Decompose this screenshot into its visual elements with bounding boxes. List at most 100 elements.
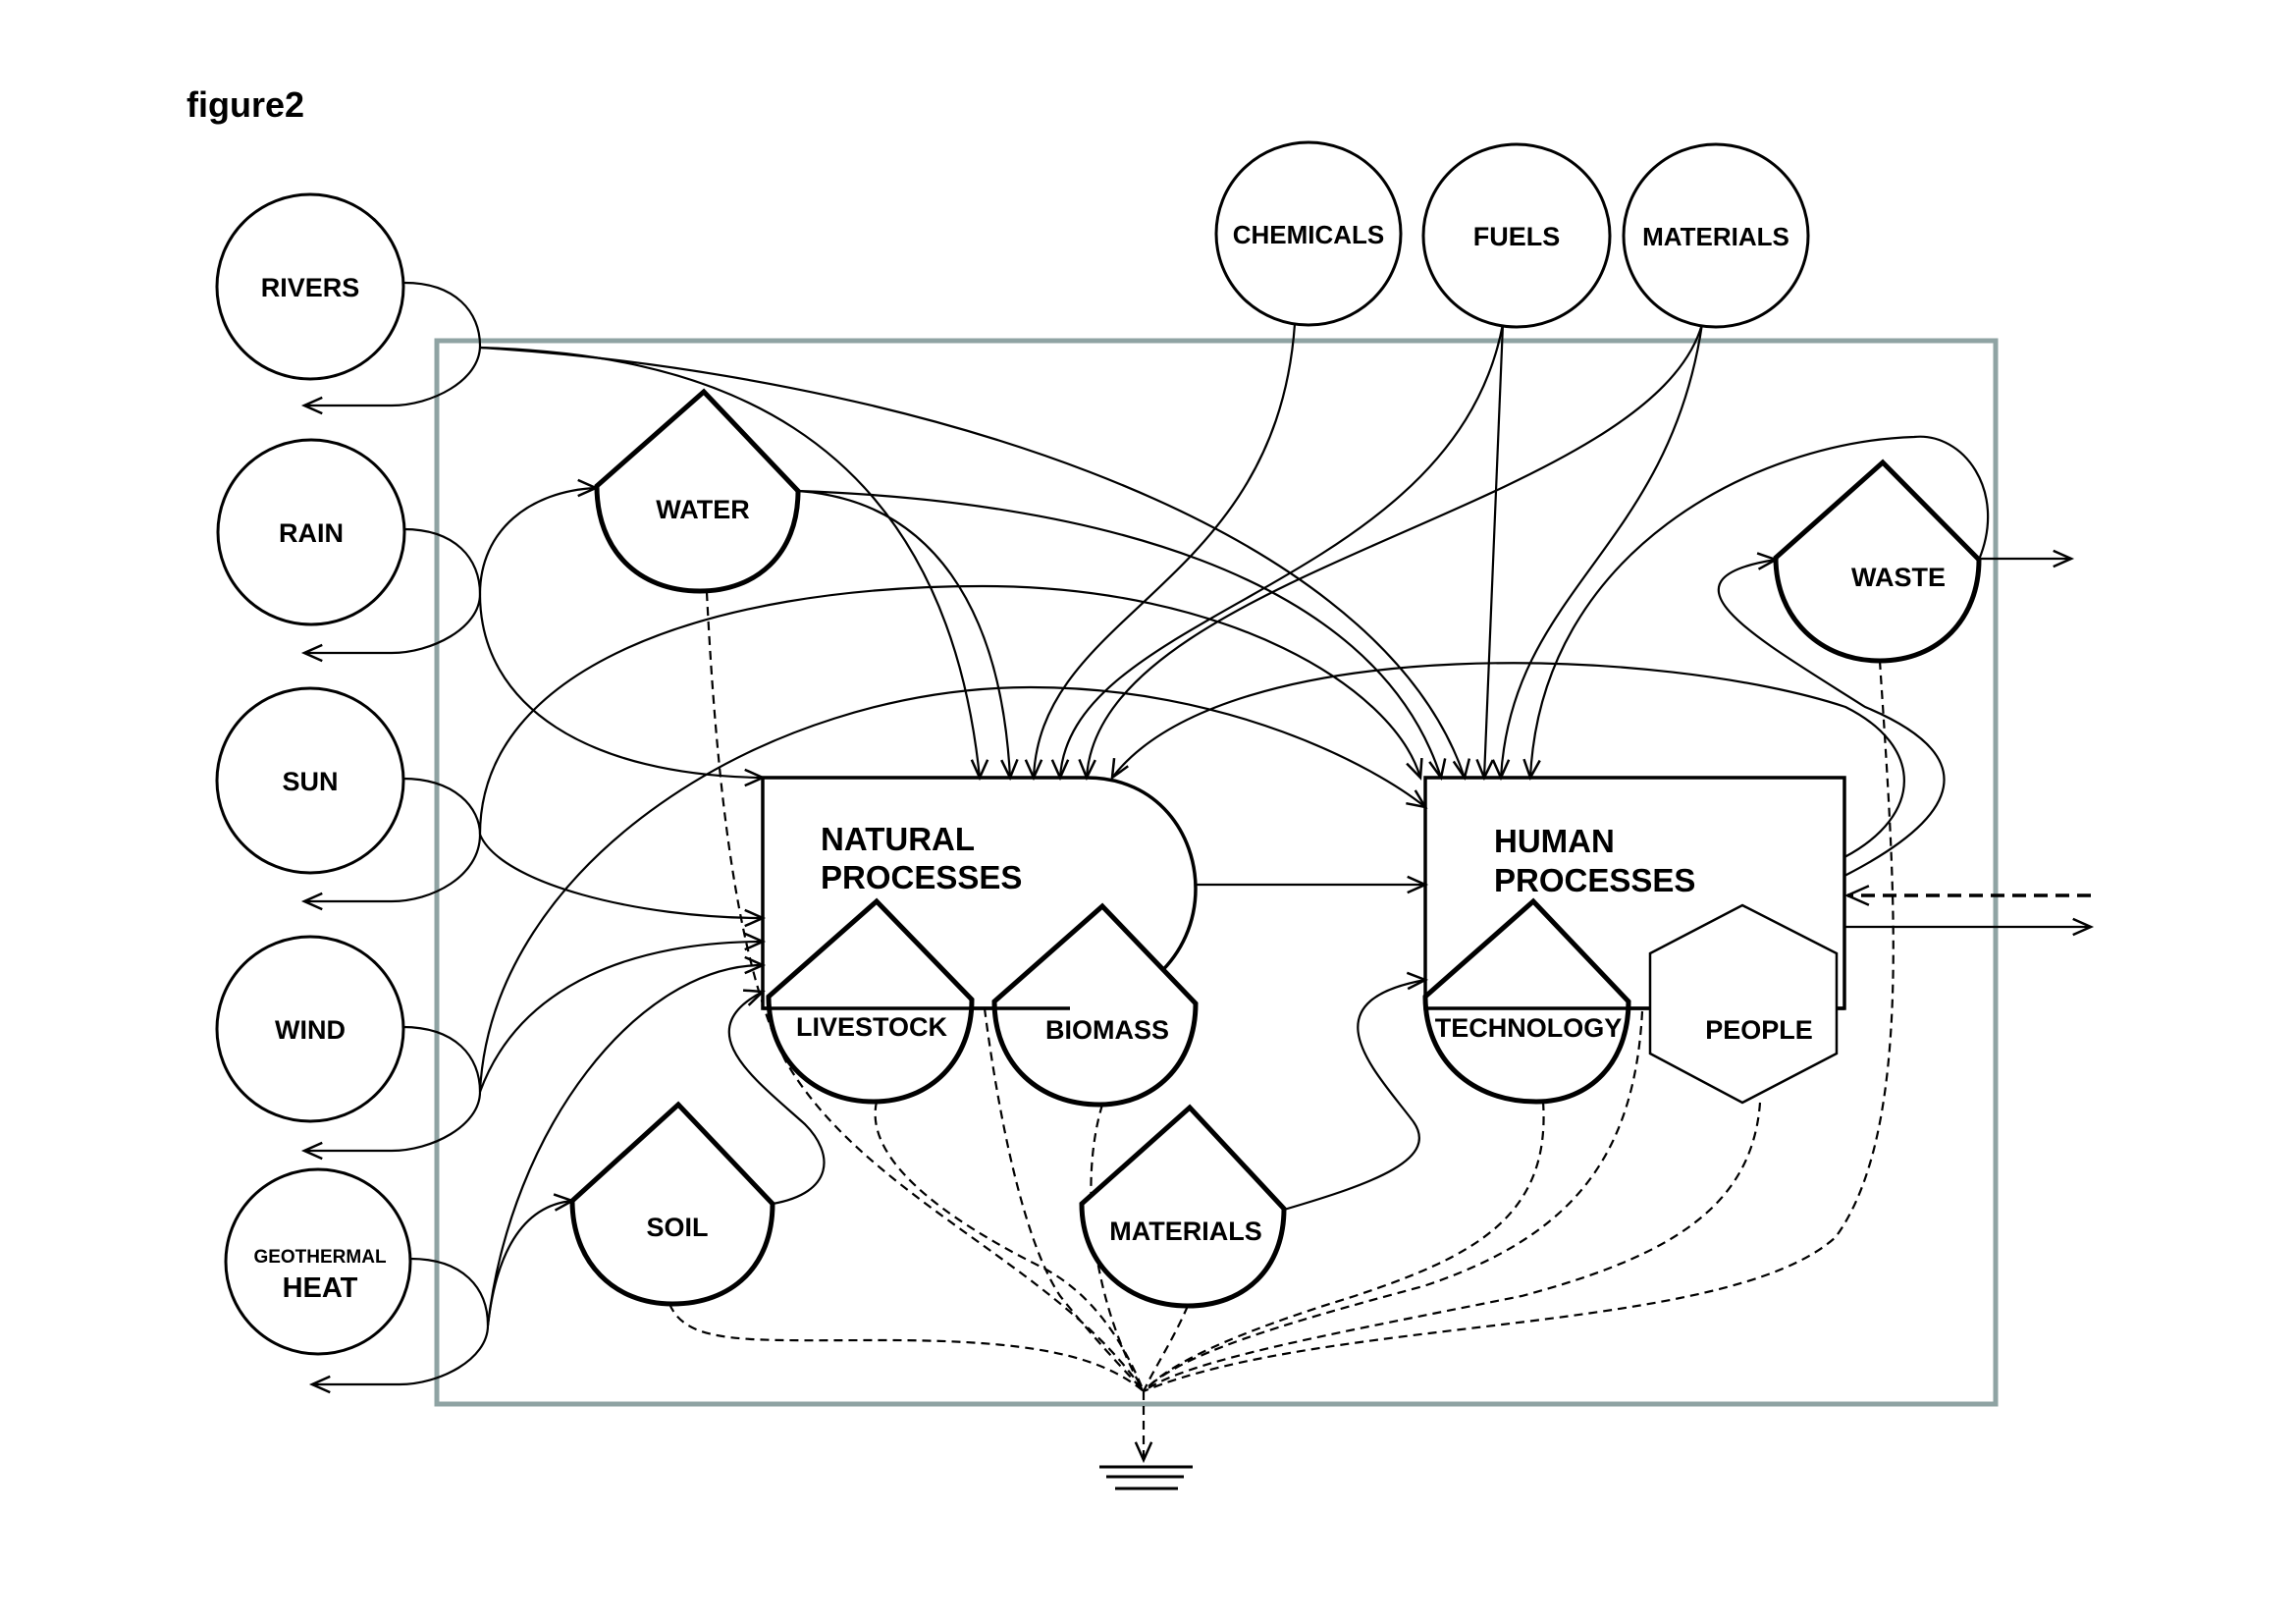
arrowhead-rain-to-water	[577, 478, 600, 498]
arrowhead-fuels-to-natural	[1050, 759, 1070, 782]
heat-flow-technology	[1143, 1101, 1545, 1392]
flow-wind-loop	[304, 1025, 482, 1153]
source-wind: WIND	[215, 935, 405, 1123]
source-fuels-label: FUELS	[1473, 222, 1561, 251]
source-sun-circle	[215, 686, 405, 875]
flow-rain-to-natural	[478, 593, 764, 780]
arrowhead-geothermal-to-natural	[744, 955, 767, 975]
storage-soil-tank	[569, 1101, 775, 1307]
storage-materials: MATERIALS	[1079, 1104, 1287, 1309]
storage-biomass-label: BIOMASS	[1045, 1015, 1169, 1045]
flow-geothermal-loop	[312, 1257, 490, 1386]
heat-flow-people	[1143, 1102, 1762, 1392]
consumer-people-hexagon	[1648, 903, 1839, 1105]
source-materials-label: MATERIALS	[1642, 222, 1789, 251]
consumer-people-label: PEOPLE	[1705, 1015, 1813, 1045]
arrowhead-wind-to-human	[1406, 789, 1428, 809]
flow-rivers-loop	[304, 281, 482, 407]
storage-biomass: BIOMASS	[991, 902, 1199, 1108]
arrowhead-materials-to-natural	[1078, 758, 1096, 782]
source-materials-circle	[1622, 142, 1810, 329]
arrowhead-materials-storage-to-human	[1406, 971, 1429, 991]
heat-flow-soil	[667, 1303, 1145, 1392]
storage-livestock-tank	[766, 897, 975, 1105]
consumer-people: PEOPLE	[1648, 903, 1839, 1105]
process-natural-label-line2: PROCESSES	[821, 859, 1022, 895]
source-rivers-circle	[215, 192, 405, 381]
heat-sink-flows	[667, 591, 1895, 1460]
storage-livestock: LIVESTOCK	[766, 897, 975, 1105]
heat-flow-natural	[983, 1007, 1145, 1392]
arrowhead-waste-to-human	[1522, 758, 1541, 782]
source-chemicals-label: CHEMICALS	[1233, 220, 1385, 249]
flow-fuels-to-natural	[1058, 323, 1505, 779]
flow-human-to-natural	[1111, 662, 1905, 858]
arrowhead-soil-to-natural	[742, 989, 766, 1006]
source-geothermal-label-line2: HEAT	[283, 1272, 358, 1304]
storage-soil: SOIL	[569, 1101, 775, 1307]
arrowhead-water-to-human	[1428, 758, 1447, 781]
flow-water-to-human	[797, 489, 1443, 779]
arrowhead-human-to-waste	[1756, 552, 1780, 570]
flow-fuels-to-human	[1482, 323, 1505, 779]
flow-geothermal-to-natural	[486, 963, 764, 1326]
heat-flow-waste	[1143, 660, 1895, 1393]
flow-soil-to-natural	[727, 991, 826, 1206]
storage-soil-label: SOIL	[646, 1213, 708, 1242]
source-geothermal-heat: GEOTHERMAL HEAT	[224, 1167, 412, 1356]
source-sun-label: SUN	[282, 767, 338, 796]
arrowhead-rivers-exit	[300, 396, 323, 415]
system-boundary	[434, 338, 1999, 1407]
arrowhead-sun-to-natural	[744, 908, 767, 928]
arrowhead-external-input	[1843, 885, 1870, 906]
source-wind-label: WIND	[275, 1015, 346, 1045]
flow-materials-to-natural	[1085, 323, 1704, 779]
flow-sun-to-human	[478, 584, 1422, 836]
heat-flow-livestock	[874, 1101, 1146, 1392]
storage-water-label: WATER	[656, 495, 750, 524]
flow-water-to-natural	[797, 489, 1012, 779]
storage-materials-tank	[1079, 1104, 1287, 1309]
arrowhead-waste-export	[2053, 549, 2075, 568]
arrowhead-wind-exit	[300, 1141, 323, 1161]
flow-rain-to-water	[478, 486, 597, 595]
figure-title: figure2	[187, 84, 305, 125]
heat-flow-materials	[1142, 1305, 1190, 1392]
arrowhead-ground	[1134, 1441, 1153, 1464]
heat-flow-human	[1143, 1010, 1644, 1392]
arrowhead-rivers-to-natural	[970, 759, 989, 782]
flow-materials-storage-to-human	[1283, 978, 1426, 1212]
arrowhead-water-to-natural	[1000, 758, 1019, 782]
source-fuels: FUELS	[1421, 142, 1612, 329]
source-wind-circle	[215, 935, 405, 1123]
flow-lines	[304, 281, 2091, 1386]
heat-sink-ground-icon	[1099, 1465, 1193, 1490]
arrowhead-sun-exit	[300, 892, 323, 911]
source-rain-label: RAIN	[279, 518, 344, 548]
flow-wind-to-natural	[478, 940, 764, 1093]
source-sun: SUN	[215, 686, 405, 875]
arrowhead-human-to-natural	[1110, 757, 1129, 781]
arrowhead-rain-to-natural	[744, 768, 767, 787]
arrowhead-materials-to-human	[1491, 759, 1511, 782]
arrowhead-natural-to-human	[1407, 875, 1429, 894]
storage-waste-tank	[1773, 459, 1982, 664]
flow-waste-to-human	[1528, 435, 1990, 779]
source-rivers: RIVERS	[215, 192, 405, 381]
storage-water-tank	[594, 388, 801, 594]
storage-biomass-tank	[991, 902, 1199, 1108]
source-geothermal-label-line1: GEOTHERMAL	[253, 1247, 387, 1268]
process-human-label-line1: HUMAN	[1494, 823, 1615, 859]
arrowhead-human-export	[2072, 917, 2095, 937]
source-chemicals: CHEMICALS	[1214, 140, 1403, 327]
source-chemicals-circle	[1214, 140, 1403, 327]
arrowhead-sun-to-human	[1406, 757, 1423, 781]
storage-technology-tank	[1422, 897, 1631, 1105]
process-natural-label-line1: NATURAL	[821, 821, 975, 857]
arrowhead-geothermal-to-soil	[553, 1193, 576, 1212]
storage-waste-label: WASTE	[1851, 563, 1946, 592]
arrowhead-geothermal-exit	[308, 1375, 331, 1394]
storage-waste: WASTE	[1773, 459, 1982, 664]
source-materials: MATERIALS	[1622, 142, 1810, 329]
